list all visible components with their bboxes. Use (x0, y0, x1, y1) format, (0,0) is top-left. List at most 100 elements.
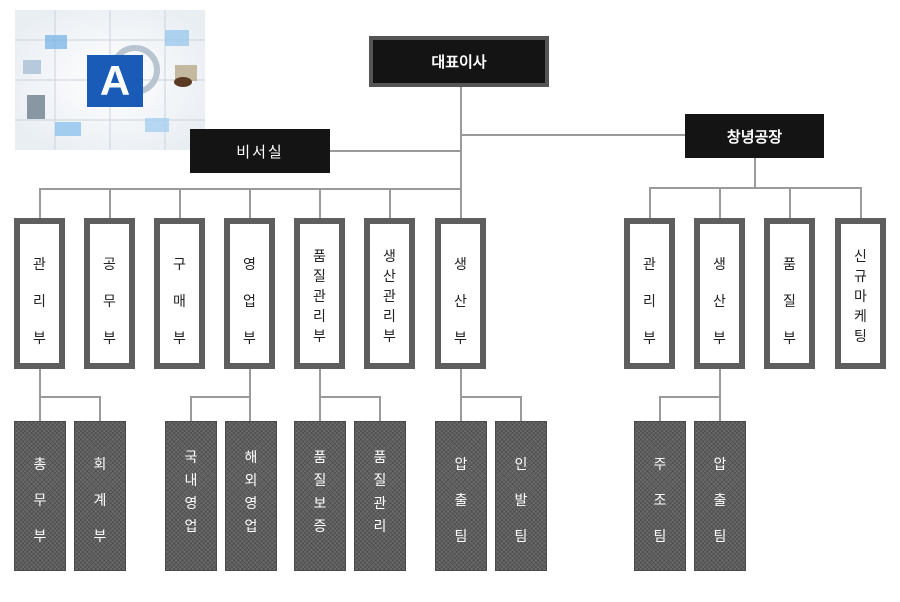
factory-label: 창녕공장 (726, 127, 783, 146)
char: 회 (93, 457, 107, 473)
char: 생 (383, 249, 396, 265)
char: 질 (313, 269, 326, 285)
char: 무 (103, 294, 116, 310)
char: 압 (713, 457, 727, 473)
char: 규 (854, 269, 867, 285)
char: 보 (313, 496, 327, 512)
char: 업 (243, 294, 256, 310)
char: 팀 (653, 529, 667, 545)
char: 업 (184, 519, 198, 535)
char: 압 (454, 457, 468, 473)
char: 업 (244, 519, 258, 535)
char: 리 (313, 309, 326, 325)
char: 품 (783, 257, 796, 273)
logo-graphic (15, 10, 205, 150)
factory-box: 창녕공장 (685, 114, 824, 158)
char: 리 (643, 294, 656, 310)
char: 팀 (454, 529, 468, 545)
char: 공 (103, 257, 116, 273)
ceo-box: 대표이사 (369, 36, 549, 87)
char: 팅 (854, 329, 867, 345)
char: 부 (243, 331, 256, 347)
char: 관 (33, 257, 46, 273)
char: 부 (313, 329, 326, 345)
char: 질 (313, 473, 327, 489)
logo-letter: A (99, 57, 131, 104)
char: 총 (33, 457, 47, 473)
char: 부 (454, 331, 467, 347)
char: 리 (373, 519, 387, 535)
char: 인 (514, 457, 528, 473)
char: 마 (854, 289, 867, 305)
char: 해 (244, 450, 258, 466)
char: 부 (33, 529, 47, 545)
char: 팀 (713, 529, 727, 545)
char: 산 (383, 269, 396, 285)
char: 부 (33, 331, 46, 347)
char: 산 (713, 294, 726, 310)
company-logo: A (15, 10, 205, 150)
char: 영 (244, 496, 258, 512)
char: 신 (854, 249, 867, 265)
char: 리 (383, 309, 396, 325)
char: 부 (713, 331, 726, 347)
char: 출 (454, 493, 468, 509)
char: 산 (454, 294, 467, 310)
char: 출 (713, 493, 727, 509)
char: 무 (33, 493, 47, 509)
char: 관 (313, 289, 326, 305)
char: 생 (713, 257, 726, 273)
ceo-label: 대표이사 (431, 53, 487, 71)
char: 영 (243, 257, 256, 273)
secretary-box: 비서실 (190, 129, 330, 173)
char: 발 (514, 493, 528, 509)
char: 내 (184, 473, 198, 489)
char: 부 (173, 331, 186, 347)
char: 관 (643, 257, 656, 273)
char: 주 (653, 457, 667, 473)
char: 부 (383, 329, 396, 345)
char: 품 (313, 450, 327, 466)
char: 품 (313, 249, 326, 265)
char: 증 (313, 519, 327, 535)
char: 팀 (514, 529, 528, 545)
char: 계 (93, 493, 107, 509)
char: 영 (184, 496, 198, 512)
secretary-label: 비서실 (236, 142, 284, 161)
char: 관 (383, 289, 396, 305)
char: 리 (33, 294, 46, 310)
char: 케 (854, 309, 867, 325)
char: 품 (373, 450, 387, 466)
char: 관 (373, 496, 387, 512)
char: 매 (173, 294, 186, 310)
